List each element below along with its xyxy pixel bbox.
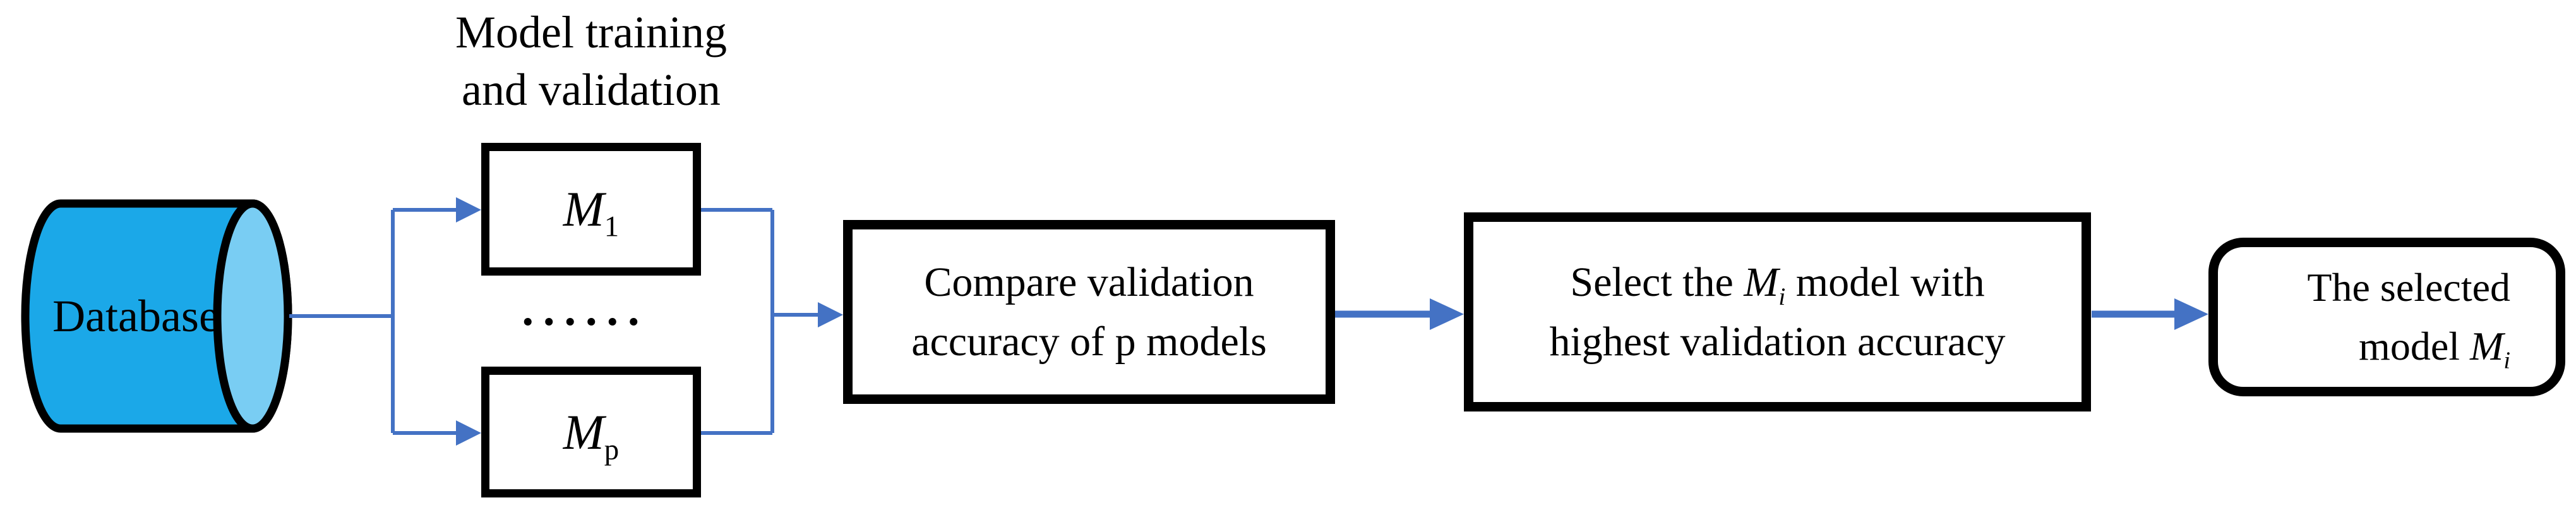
compare-line-2: accuracy of p models xyxy=(911,318,1267,365)
arrowhead-result-icon xyxy=(2174,298,2208,330)
result-line2-pre: model xyxy=(2359,323,2471,369)
model-m1-label: M1 xyxy=(563,181,619,241)
result-line-1: The selected xyxy=(2307,264,2510,310)
select-line1-pre: Select the xyxy=(1570,259,1744,305)
heading-line-2: and validation xyxy=(462,64,721,115)
model-mp-label: Mp xyxy=(563,404,619,465)
mp-subscript: p xyxy=(604,432,620,466)
arrowhead-m1-icon xyxy=(456,197,481,222)
select-line1-post: model with xyxy=(1785,259,1985,305)
model-m1-box: M1 xyxy=(481,143,701,276)
mp-symbol: M xyxy=(563,404,604,460)
column-heading: Model training and validation xyxy=(386,4,796,118)
select-box: Select the Mi model with highest validat… xyxy=(1464,212,2091,411)
database-cylinder-cap xyxy=(213,199,292,433)
ellipsis-dots: ...... xyxy=(522,283,649,336)
heading-line-1: Model training xyxy=(455,7,727,58)
select-m-symbol: M xyxy=(1744,259,1779,305)
database-label: Database xyxy=(52,291,219,341)
result-m-subscript: i xyxy=(2503,346,2510,374)
select-m-subscript: i xyxy=(1778,282,1786,310)
arrowhead-select-icon xyxy=(1430,298,1464,330)
m1-symbol: M xyxy=(563,181,604,236)
result-line-2: model Mi xyxy=(2359,317,2510,376)
result-box: The selected model Mi xyxy=(2208,238,2565,396)
result-m-symbol: M xyxy=(2470,323,2504,369)
select-line-2: highest validation accuracy xyxy=(1549,318,2006,365)
compare-line-1: Compare validation xyxy=(924,259,1254,305)
m1-subscript: 1 xyxy=(604,210,620,243)
arrowhead-compare-icon xyxy=(818,302,843,327)
select-line-1: Select the Mi model with xyxy=(1570,253,1984,312)
arrowhead-mp-icon xyxy=(456,420,481,446)
model-mp-box: Mp xyxy=(481,367,701,497)
compare-box: Compare validation accuracy of p models xyxy=(843,220,1335,404)
